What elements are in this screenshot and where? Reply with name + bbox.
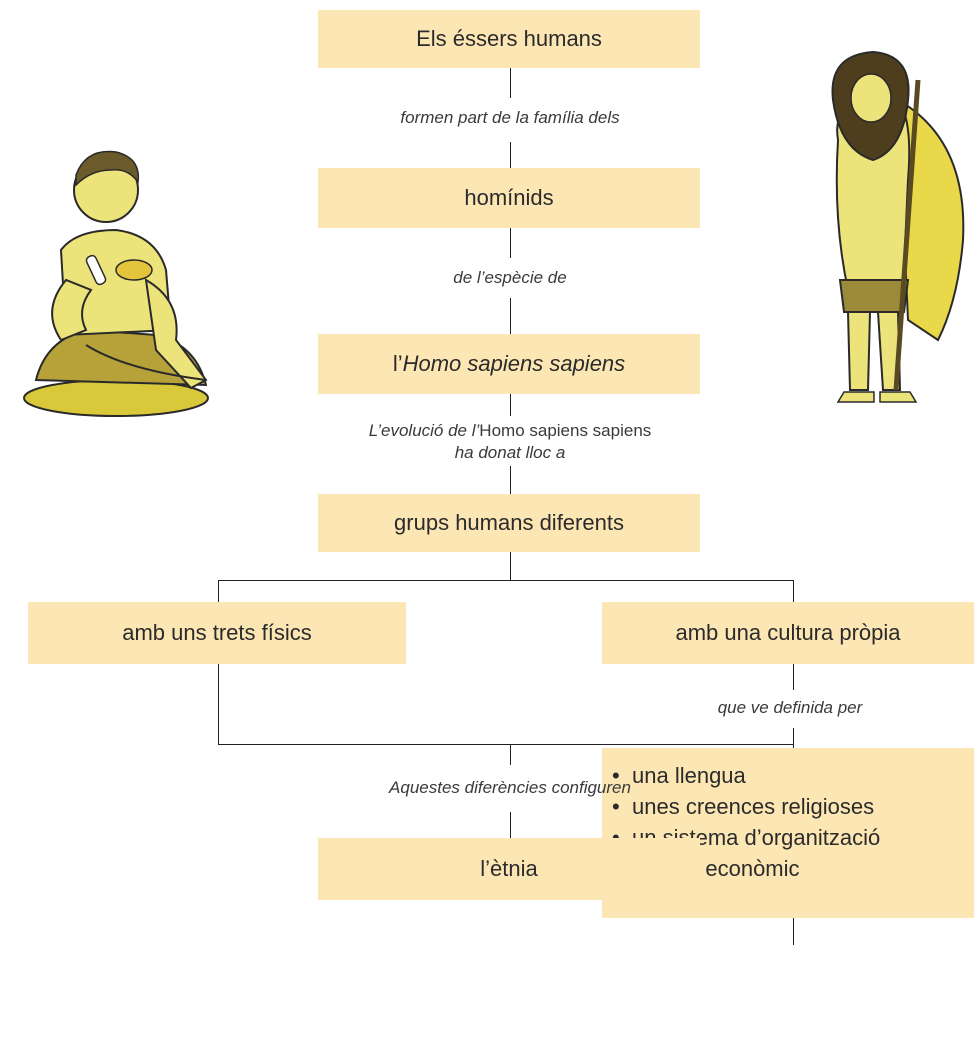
box-groups: grups humans diferents — [318, 494, 700, 552]
connector-evolution-a: L’evolució de l’ — [368, 421, 480, 440]
connector-defined: que ve definida per — [640, 698, 940, 718]
branch-top — [218, 580, 794, 581]
box-culture-label: amb una cultura pròpia — [675, 620, 901, 645]
connector-evolution-line1: L’evolució de l’Homo sapiens sapiens — [290, 420, 730, 442]
connector-evolution: L’evolució de l’Homo sapiens sapiens ha … — [290, 420, 730, 464]
feature-item: • unes creences religioses — [612, 791, 964, 822]
box-ethnicity-label: l’ètnia — [480, 856, 538, 881]
right-down-c — [793, 918, 794, 945]
line-5a — [510, 745, 511, 765]
connector-evolution-b: Homo sapiens sapiens — [479, 421, 652, 440]
right-down-b — [793, 728, 794, 748]
left-vertical-real — [218, 664, 219, 744]
bullet-icon: • — [612, 794, 620, 819]
connector-evolution-line2: ha donat lloc a — [454, 443, 566, 462]
connector-differences: Aquestes diferències configuren — [300, 778, 720, 798]
box-physical: amb uns trets físics — [28, 602, 406, 664]
line-2b — [510, 298, 511, 334]
line-2a — [510, 228, 511, 258]
feature-text: unes creences religioses — [632, 794, 875, 819]
box-homo-sapiens-label: l’Homo sapiens sapiens — [393, 351, 625, 377]
line-3a — [510, 394, 511, 416]
connector-family: formen part de la família dels — [330, 108, 690, 128]
branch-right-top — [793, 580, 794, 602]
line-3b — [510, 466, 511, 494]
box-humans-label: Els éssers humans — [416, 26, 602, 51]
right-down-a — [793, 664, 794, 690]
feature-text: una llengua — [632, 763, 746, 788]
box-groups-label: grups humans diferents — [394, 510, 624, 535]
box-hominids: homínids — [318, 168, 700, 228]
box-homo-sapiens: l’Homo sapiens sapiens — [318, 334, 700, 394]
homo-prefix: l’ — [392, 351, 403, 376]
connector-differences-label: Aquestes diferències configuren — [389, 778, 631, 797]
connector-species: de l’espècie de — [330, 268, 690, 288]
line-1a — [510, 68, 511, 98]
connector-family-label: formen part de la família dels — [400, 108, 620, 127]
bullet-icon: • — [612, 822, 632, 853]
standing-caveman-icon — [778, 40, 974, 420]
branch-left-top — [218, 580, 219, 602]
line-5b — [510, 812, 511, 838]
connector-species-label: de l’espècie de — [453, 268, 567, 287]
box-humans: Els éssers humans — [318, 10, 700, 68]
bottom-horizontal — [218, 744, 794, 745]
feature-item: • una llengua — [612, 760, 964, 791]
box-culture: amb una cultura pròpia — [602, 602, 974, 664]
box-physical-label: amb uns trets físics — [122, 620, 312, 645]
box-ethnicity: l’ètnia — [318, 838, 700, 900]
connector-defined-label: que ve definida per — [717, 698, 863, 717]
box-hominids-label: homínids — [464, 185, 554, 210]
features-box: •una llengua •unes creences religioses •… — [602, 748, 974, 918]
line-1b — [510, 142, 511, 168]
bullet-icon: • — [612, 763, 620, 788]
line-4 — [510, 552, 511, 580]
seated-caveman-icon — [6, 130, 240, 426]
homo-name: Homo sapiens sapiens — [402, 351, 626, 376]
